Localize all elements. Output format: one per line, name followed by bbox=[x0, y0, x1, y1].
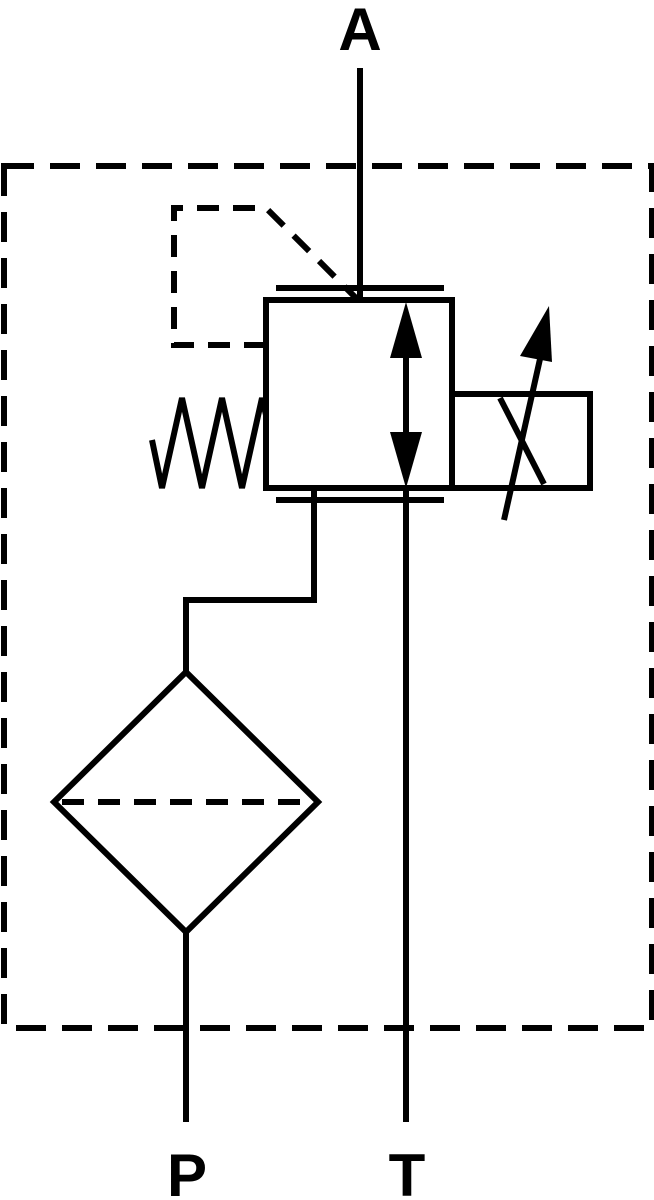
spring-icon bbox=[149, 397, 269, 489]
enclosure-boundary bbox=[1, 163, 654, 1031]
line-valve-to-filter bbox=[183, 488, 317, 672]
port-label-a: A bbox=[338, 0, 381, 63]
port-label-t: T bbox=[389, 1142, 426, 1200]
valve-body bbox=[263, 297, 455, 491]
variable-adjust-arrow-head bbox=[520, 306, 552, 362]
valve-flow-arrow-head-down bbox=[390, 432, 422, 488]
solenoid-icon bbox=[449, 391, 593, 491]
pilot-line bbox=[171, 205, 359, 348]
valve-flow-arrow-head-up bbox=[390, 302, 422, 358]
port-label-p: P bbox=[167, 1142, 207, 1200]
variable-adjust-arrow-shaft bbox=[501, 349, 545, 521]
